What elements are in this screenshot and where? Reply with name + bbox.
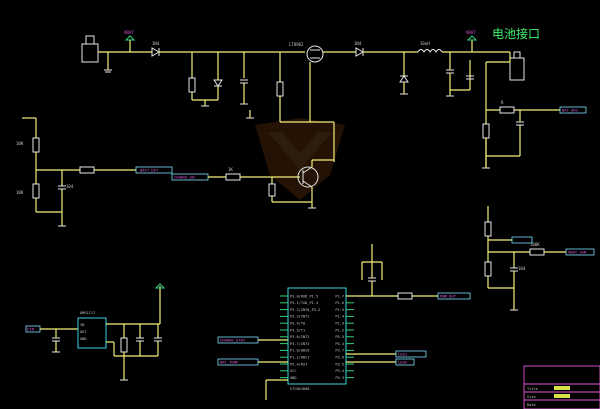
r-right-label: 100K [530,242,540,247]
battery-sense-network: R BAT_ADC [482,100,587,169]
net-mcu-right-label: PWM_OUT [440,294,457,299]
c-right-label: 104 [518,266,526,271]
net-flag-led2 [395,358,415,366]
mcu-left-pin-label: P3.1/TXD_P1.4 [290,301,318,305]
net-flag-bat-adc [559,106,587,114]
svg-text:IN: IN [80,323,84,327]
left-divider-network: 10K BATT_DET 10K 104 [16,117,173,227]
mcu-left-pin-label: P3.0/RXD_P1.5 [290,294,318,298]
net-bottom-flag2-label: BAT_TEMP [220,360,239,365]
net-right-top-label: BAT_ADC [562,108,578,113]
net-bottom-flag1-label: CHARGE_STAT [220,338,246,343]
regulator-label: LT8962 [289,42,304,47]
mcu-left-pin-label: P1.1/ADC1 [290,356,309,360]
diode-left [151,47,161,57]
svg-text:Date: Date [527,403,536,407]
mcu-left-pin-label: P5.4/RST [290,362,308,366]
mcu-right-pin-label: P1.5 [335,308,344,312]
mcu-right-pin-label: P1.6 [335,301,344,305]
c-left-label: 104 [66,184,74,189]
net-bottom-out1-label: LED1 [398,352,408,357]
diode-right [355,47,365,57]
net-left-mid-label: BATT_DET [140,168,159,173]
mcu-left-pin-label: P3.7/INT3 [290,342,309,346]
mcu-body [287,287,347,385]
mcu-left-pin-label: P1.0/ADC0 [290,349,309,353]
net-flag-vbat-sen [565,248,595,256]
battery-supply-net-label: VBAT [466,30,476,35]
net-mid-flag-label: CHARGE_EN [174,175,195,180]
watermark-logo [255,118,345,200]
battery-connector [509,57,525,81]
mcu-right-pin-label: P1.4 [335,315,344,319]
net-bottom-out2-label: LED2 [398,360,407,365]
ldo-regulator: VIN AMS1117 IN OUT GND [25,283,166,381]
svg-text:GND: GND [80,337,87,341]
net-right-mid-label: VBAT_SEN [568,250,587,255]
net-flag-charge-stat [217,336,259,344]
diode-right-label: 1N4 [354,41,362,46]
svg-text:Size: Size [527,395,536,399]
mcu-right-pin-label: P3.7 [335,349,344,353]
top-power-rail: VBAT 1N4 LT8962 1N4 10uH VBAT [81,30,525,168]
mcu-chip: STC8G1K08 P3.0/RXD_P1.5P3.1/TXD_P1.4P3.2… [217,244,471,400]
net-flag-bat-temp [217,358,259,366]
mcu-right-pin-label: P1.3 [335,322,344,326]
net-flag-led1 [395,350,427,358]
mcu-right-pin-label: P3.3 [335,376,344,380]
mcu-left-pin-label: GND [290,376,297,380]
transistor-driver: CHARGE_EN 1K [171,159,334,209]
svg-text:R: R [501,100,504,105]
mcu-right-pin-label: P5.5 [335,335,344,339]
diode-left-label: 1N4 [152,41,160,46]
net-flag-pwm-out [437,292,471,300]
mcu-right-pin-label: P3.6 [335,356,344,360]
net-flag-batt-det [135,166,173,174]
power-connector [81,43,99,63]
mcu-right-pin-label: P1.2 [335,328,344,332]
zener-network [399,52,474,97]
mcu-left-pin-label: P3.3/INT1 [290,315,309,319]
title-block: Title Size Date [523,365,600,409]
mcu-right-pin-label: P5.4 [335,342,344,346]
r-mid-label: 1K [228,167,233,172]
r-left-top-label: 10K [16,141,24,146]
mcu-left-pin-label: VCC [290,369,297,373]
ldo-name-label: AMS1117 [80,311,95,315]
input-filter-network [188,52,335,162]
svg-text:OUT: OUT [80,330,87,334]
mcu-right-pin-label: P1.7 [335,294,344,298]
mcu-left-pin-label: P3.4/T0 [290,322,305,326]
npn-transistor [297,166,319,188]
r-left-bottom-label: 10K [16,190,24,195]
mcu-right-pin-label: P3.5 [335,362,344,366]
battery-interface-title: 电池接口 [492,26,540,41]
regulator-symbol [306,45,324,63]
net-bottom-left-label: VIN [27,327,35,332]
mcu-left-pin-label: P3.6/INT2 [290,335,309,339]
inductor [417,49,443,53]
mcu-name-label: STC8G1K08 [290,387,309,391]
mcu-left-pin-label: P3.5/T1 [290,328,305,332]
mcu-right-pin-label: P3.4 [335,369,344,373]
svg-text:Title: Title [527,387,538,391]
mcu-left-pin-label: P3.2/INT0_P3.2 [290,308,320,312]
right-sense-network: 100K VBAT_SEN 104 [484,206,595,311]
top-supply-net-label: VBAT [124,30,134,35]
power-connector-tab [85,35,95,45]
inductor-label: 10uH [420,41,430,46]
